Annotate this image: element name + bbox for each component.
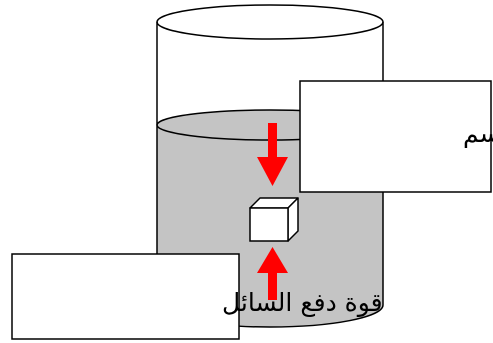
buoyant-force-label-box: قوة دفع السائل (11, 253, 383, 340)
weight-label-box: وزن الجسم (299, 80, 493, 193)
cube-front-face (249, 207, 289, 242)
buoyant-force-label: قوة دفع السائل (222, 288, 383, 318)
weight-arrow (257, 123, 288, 186)
buoyant-force-arrow (257, 247, 288, 300)
container-top-rim (156, 4, 384, 40)
weight-label: وزن الجسم (463, 119, 493, 149)
submerged-cube (249, 197, 299, 242)
